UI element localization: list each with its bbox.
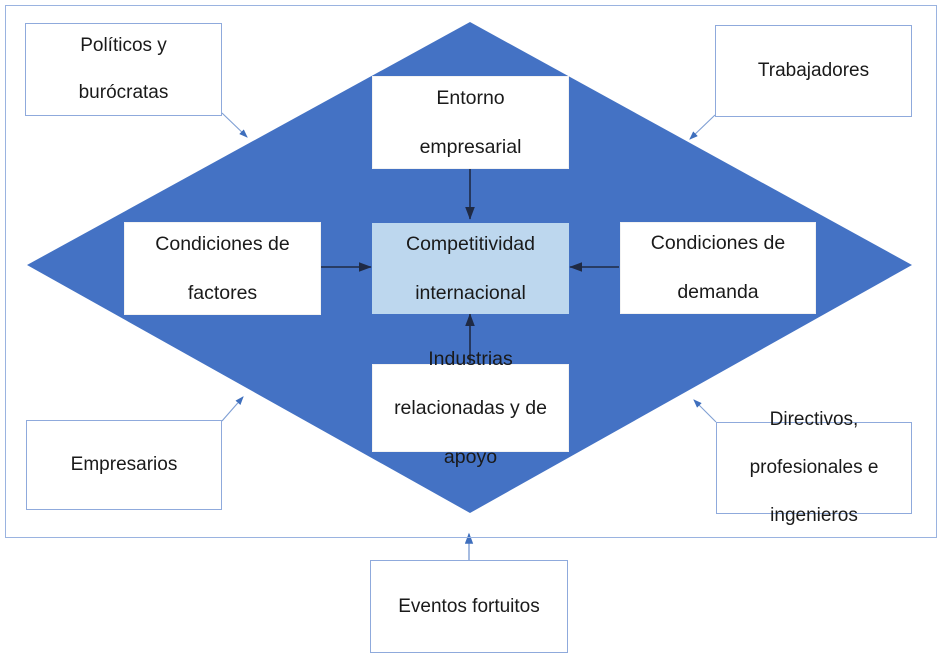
- node-entorno-line1: Entorno: [436, 86, 505, 109]
- node-center-label: Competitividad internacional: [394, 232, 547, 306]
- callout-empresarios-label: Empresarios: [70, 454, 178, 476]
- node-industrias-line1: Industrias: [428, 347, 513, 370]
- node-entorno-line2: empresarial: [419, 135, 522, 158]
- node-eventos-fortuitos-label: Eventos fortuitos: [398, 595, 540, 617]
- node-industrias-line3: apoyo: [443, 445, 498, 468]
- callout-directivos-label: Directivos, profesionales e ingenieros: [738, 408, 891, 528]
- node-condiciones-de-demanda[interactable]: Condiciones de demanda: [620, 222, 816, 314]
- connector-trabajadores-to-diamond: [689, 114, 716, 140]
- node-factores-line2: factores: [187, 281, 258, 304]
- node-factores-label: Condiciones de factores: [143, 232, 301, 306]
- node-industrias-line2: relacionadas y de: [394, 396, 547, 419]
- node-industrias-label: Industrias relacionadas y de apoyo: [382, 347, 559, 470]
- callout-directivos-profesionales-ingenieros[interactable]: Directivos, profesionales e ingenieros: [716, 409, 912, 526]
- connector-empresarios-to-diamond: [221, 396, 244, 422]
- node-center-line1: Competitividad: [406, 232, 535, 255]
- callout-trabajadores[interactable]: Trabajadores: [715, 25, 912, 117]
- node-eventos-fortuitos[interactable]: Eventos fortuitos: [370, 560, 568, 653]
- node-entorno-empresarial[interactable]: Entorno empresarial: [372, 76, 569, 169]
- connector-politicos-to-diamond: [221, 112, 248, 138]
- callout-directivos-line1: Directivos,: [769, 409, 859, 431]
- node-industrias-relacionadas[interactable]: Industrias relacionadas y de apoyo: [372, 348, 569, 468]
- callout-politicos-label: Políticos y burócratas: [67, 34, 181, 106]
- callout-politicos-line2: burócratas: [78, 82, 169, 104]
- callout-trabajadores-label: Trabajadores: [757, 60, 870, 82]
- callout-directivos-line2: profesionales e: [749, 457, 879, 479]
- callout-empresarios[interactable]: Empresarios: [26, 420, 222, 510]
- node-entorno-empresarial-label: Entorno empresarial: [408, 86, 534, 160]
- node-competitividad-internacional[interactable]: Competitividad internacional: [372, 223, 569, 314]
- node-condiciones-de-factores[interactable]: Condiciones de factores: [124, 222, 321, 315]
- callout-directivos-line3: ingenieros: [770, 504, 858, 526]
- node-demanda-line1: Condiciones de: [650, 232, 786, 255]
- node-center-line2: internacional: [415, 281, 526, 304]
- connector-directivos-to-diamond: [693, 399, 717, 423]
- callout-politicos-y-burocratas[interactable]: Políticos y burócratas: [25, 23, 222, 116]
- node-demanda-line2: demanda: [677, 281, 759, 304]
- node-demanda-label: Condiciones de demanda: [639, 231, 797, 305]
- node-factores-line1: Condiciones de: [155, 232, 290, 255]
- callout-politicos-line1: Políticos y: [80, 34, 167, 56]
